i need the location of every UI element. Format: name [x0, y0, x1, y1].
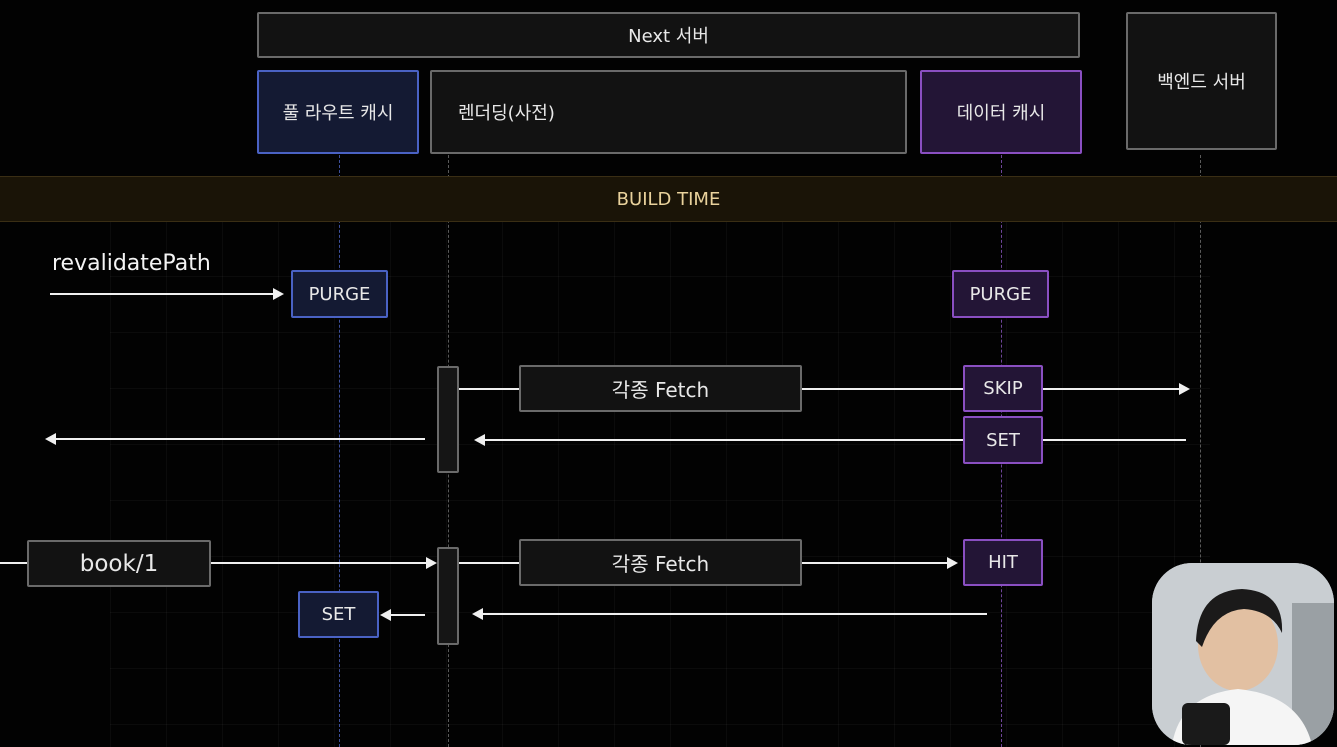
presenter-icon: [1152, 563, 1334, 745]
render-activation-2: [437, 547, 459, 645]
request-line-left: [0, 562, 28, 564]
hit-return-head: [472, 608, 483, 620]
skip-to-backend-line: [1043, 388, 1180, 390]
purge-data-cache: PURGE: [952, 270, 1049, 318]
flow1-fetch-line-b: [802, 388, 964, 390]
flow2-fetch-line-a: [459, 562, 520, 564]
render-response-line: [55, 438, 425, 440]
flow2-fetch-box: 각종 Fetch: [519, 539, 802, 586]
skip-to-backend-head: [1179, 383, 1190, 395]
set-to-render-line: [484, 439, 963, 441]
flow2-fetch-label: 각종 Fetch: [611, 552, 710, 576]
data-cache-label: 데이터 캐시: [956, 103, 1046, 124]
render-response-head: [45, 433, 56, 445]
webcam-overlay: [1152, 563, 1334, 745]
next-server-box: Next 서버: [257, 12, 1080, 58]
backend-server-label: 백엔드 서버: [1157, 72, 1246, 93]
set-data-cache-label: SET: [986, 429, 1020, 451]
set-full-route-label: SET: [321, 604, 356, 625]
flow1-fetch-line-a: [459, 388, 520, 390]
revalidate-path-label: revalidatePath: [52, 251, 211, 276]
set-to-render-head: [474, 434, 485, 446]
render-activation-1: [437, 366, 459, 473]
flow1-fetch-label: 각종 Fetch: [611, 378, 710, 402]
lifeline-full-route-cache: [339, 155, 340, 747]
set-full-route-cache-box: SET: [298, 591, 379, 638]
request-arrow-head: [426, 557, 437, 569]
flow2-fetch-line-b: [802, 562, 948, 564]
rendering-box: 렌더딩(사전): [430, 70, 907, 154]
flow2-fetch-head: [947, 557, 958, 569]
request-line-right: [211, 562, 427, 564]
revalidate-arrow-head: [273, 288, 284, 300]
book-request-box: book/1: [27, 540, 211, 587]
flow1-fetch-box: 각종 Fetch: [519, 365, 802, 412]
skip-label: SKIP: [983, 378, 1023, 399]
purge-left-label: PURGE: [308, 283, 371, 305]
hit-box: HIT: [963, 539, 1043, 586]
backend-return-line: [1043, 439, 1186, 441]
hit-return-line: [482, 613, 987, 615]
skip-box: SKIP: [963, 365, 1043, 412]
build-time-bar: BUILD TIME: [0, 176, 1337, 222]
set-full-route-line: [390, 614, 425, 616]
set-data-cache-box: SET: [963, 416, 1043, 464]
purge-full-route-cache: PURGE: [291, 270, 388, 318]
build-time-label: BUILD TIME: [616, 188, 721, 210]
purge-right-label: PURGE: [969, 283, 1032, 305]
revalidate-arrow-line: [50, 293, 274, 295]
hit-label: HIT: [988, 552, 1018, 573]
data-cache-box: 데이터 캐시: [920, 70, 1082, 154]
full-route-cache-box: 풀 라우트 캐시: [257, 70, 419, 154]
set-full-route-head: [380, 609, 391, 621]
lifeline-backend: [1200, 155, 1201, 747]
full-route-cache-label: 풀 라우트 캐시: [282, 103, 394, 124]
rendering-label: 렌더딩(사전): [458, 103, 555, 124]
backend-server-box: 백엔드 서버: [1126, 12, 1277, 150]
next-server-label: Next 서버: [628, 26, 709, 47]
book-request-label: book/1: [79, 550, 159, 577]
